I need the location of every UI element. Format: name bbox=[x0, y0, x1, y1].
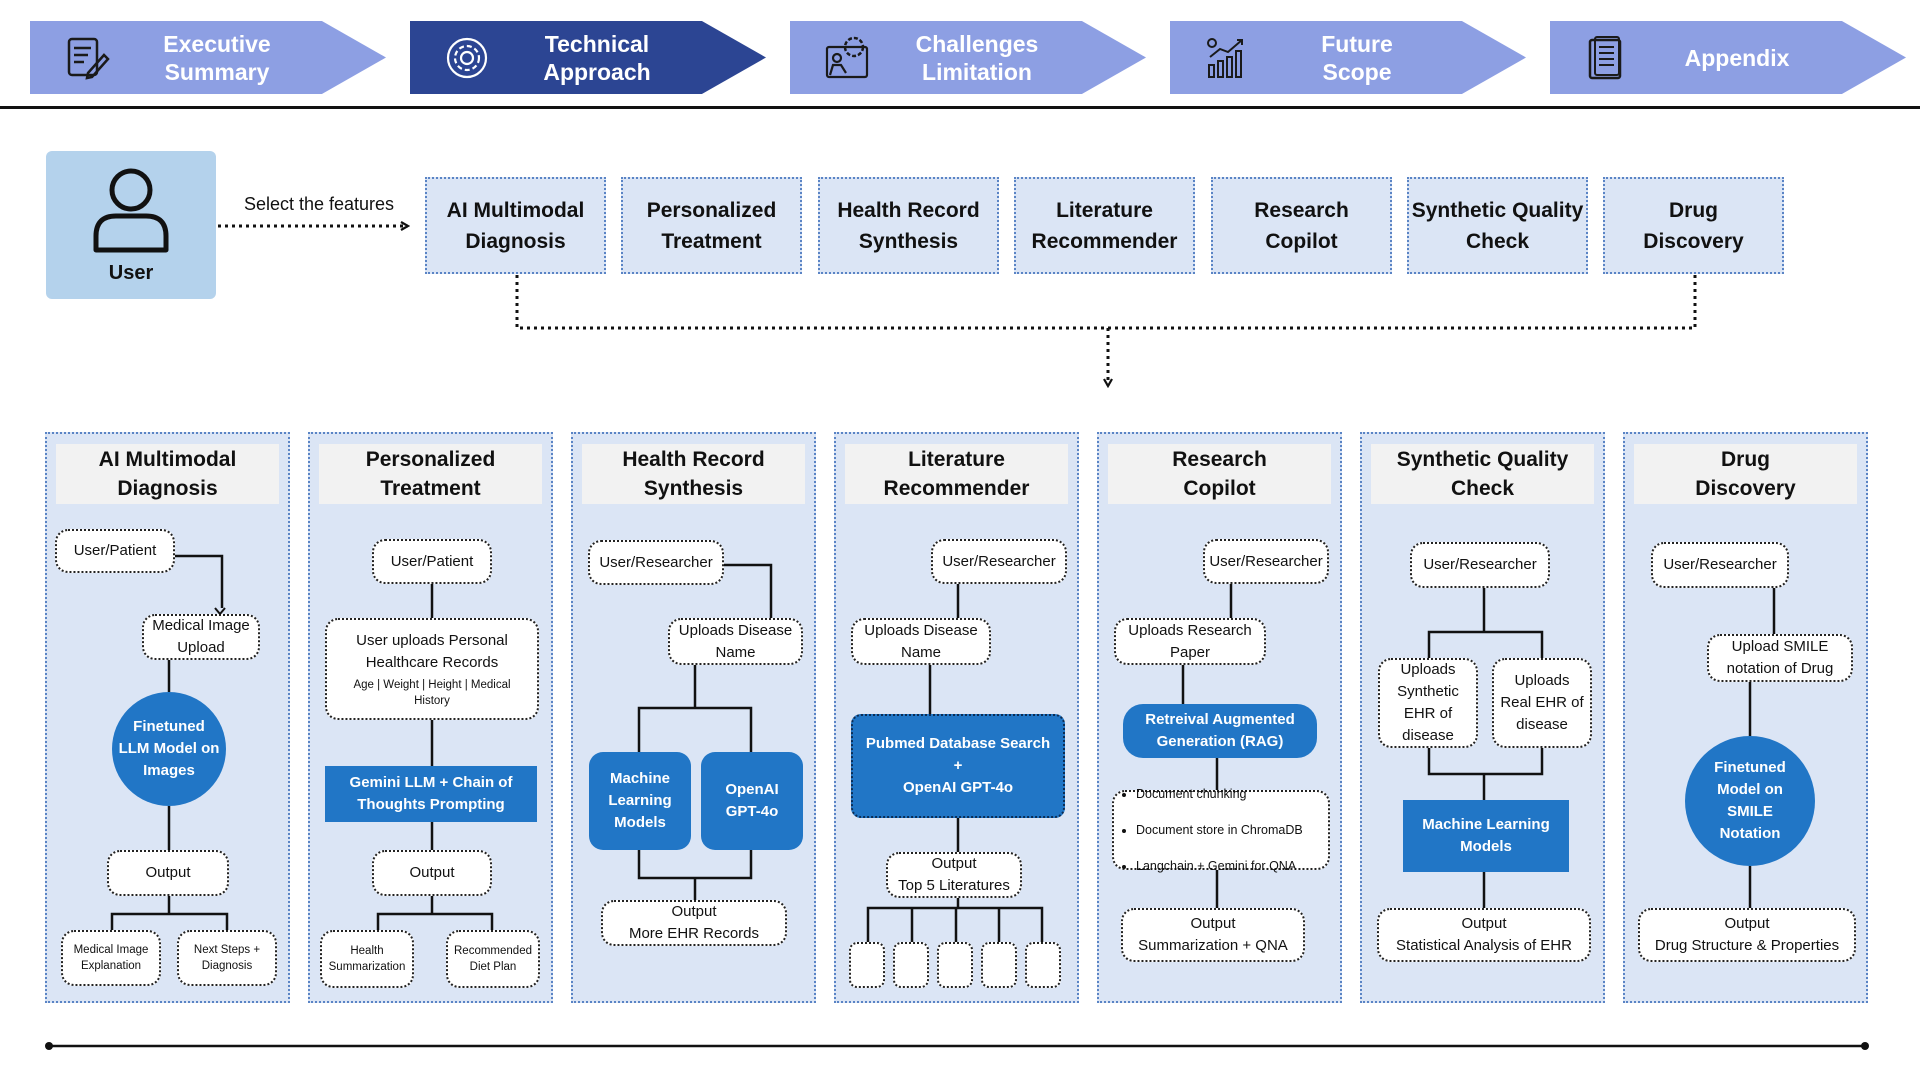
input-node: User/Researcher bbox=[1651, 542, 1789, 588]
literature-result bbox=[893, 942, 929, 988]
output-node: Output Top 5 Literatures bbox=[886, 852, 1022, 898]
model-node: Gemini LLM + Chain of Thoughts Prompting bbox=[325, 766, 537, 822]
nav-tab-technical-approach[interactable]: Technical Approach bbox=[410, 21, 766, 94]
feature-research-copilot[interactable]: Research Copilot bbox=[1211, 177, 1392, 274]
upload-node[interactable]: Uploads Disease Name bbox=[851, 618, 991, 665]
literature-result bbox=[937, 942, 973, 988]
column-research-copilot: Research Copilot User/Researcher Uploads… bbox=[1097, 432, 1342, 1003]
nav-label: Future Scope bbox=[1321, 30, 1393, 85]
input-node: User/Researcher bbox=[588, 540, 724, 585]
column-title: AI Multimodal Diagnosis bbox=[56, 444, 279, 504]
literature-result bbox=[1025, 942, 1061, 988]
top-divider bbox=[0, 106, 1920, 109]
nav-label: Executive Summary bbox=[163, 30, 271, 85]
model-node: Finetuned Model on SMILE Notation bbox=[1685, 736, 1815, 866]
model-node: OpenAI GPT-4o bbox=[701, 752, 803, 850]
nav-tab-challenges-limitation[interactable]: Challenges Limitation bbox=[790, 21, 1146, 94]
step-item: Document chunking bbox=[1136, 785, 1303, 803]
result-node: Next Steps + Diagnosis bbox=[177, 930, 277, 986]
user-label: User bbox=[108, 262, 154, 284]
feature-drug-discovery[interactable]: Drug Discovery bbox=[1603, 177, 1784, 274]
column-title: Health Record Synthesis bbox=[582, 444, 805, 504]
steps-list: Document chunking Document store in Chro… bbox=[1122, 767, 1303, 893]
output-node: Output bbox=[372, 850, 492, 896]
input-node: User/Researcher bbox=[1410, 542, 1550, 588]
feature-synthetic-quality-check[interactable]: Synthetic Quality Check bbox=[1407, 177, 1588, 274]
feature-literature-recommender[interactable]: Literature Recommender bbox=[1014, 177, 1195, 274]
input-node: User/Patient bbox=[55, 529, 175, 573]
select-features-label: Select the features bbox=[243, 194, 395, 214]
person-gear-icon bbox=[825, 36, 869, 79]
literature-result bbox=[849, 942, 885, 988]
column-title: Literature Recommender bbox=[845, 444, 1068, 504]
document-list-icon bbox=[1588, 36, 1622, 80]
model-node: Machine Learning Models bbox=[589, 752, 691, 850]
upload-label: User uploads Personal Healthcare Records bbox=[356, 631, 508, 671]
model-node: Machine Learning Models bbox=[1403, 800, 1569, 872]
upload-node[interactable]: Uploads Real EHR of disease bbox=[1492, 658, 1592, 748]
upload-node[interactable]: Medical Image Upload bbox=[142, 614, 260, 660]
nav-tab-appendix[interactable]: Appendix bbox=[1550, 21, 1906, 94]
steps-node: Document chunking Document store in Chro… bbox=[1112, 787, 1330, 873]
output-node: Output bbox=[107, 850, 229, 896]
user-card[interactable]: User bbox=[46, 151, 216, 299]
upload-node[interactable]: User uploads Personal Healthcare Records… bbox=[325, 618, 539, 720]
column-title: Drug Discovery bbox=[1634, 444, 1857, 504]
column-personalized-treatment: Personalized Treatment User/Patient User… bbox=[308, 432, 553, 1003]
upload-detail: Age | Weight | Height | Medical History bbox=[353, 678, 511, 707]
upload-node[interactable]: Uploads Disease Name bbox=[668, 618, 803, 665]
result-node: Medical Image Explanation bbox=[61, 930, 161, 986]
step-item: Document store in ChromaDB bbox=[1136, 821, 1303, 839]
nav-tab-executive-summary[interactable]: Executive Summary bbox=[30, 21, 386, 94]
feature-personalized-treatment[interactable]: Personalized Treatment bbox=[621, 177, 802, 274]
document-edit-icon bbox=[67, 37, 110, 80]
output-node: Output Statistical Analysis of EHR bbox=[1377, 908, 1591, 962]
column-synthetic-quality-check: Synthetic Quality Check User/Researcher … bbox=[1360, 432, 1605, 1003]
output-node: Output Drug Structure & Properties bbox=[1638, 908, 1856, 962]
nav-label: Appendix bbox=[1684, 44, 1790, 71]
result-node: Health Summarization bbox=[320, 930, 414, 988]
feature-ai-multimodal-diagnosis[interactable]: AI Multimodal Diagnosis bbox=[425, 177, 606, 274]
upload-node[interactable]: Uploads Synthetic EHR of disease bbox=[1378, 658, 1478, 748]
output-node: Output More EHR Records bbox=[601, 900, 787, 946]
nav-label: Technical Approach bbox=[543, 30, 651, 85]
gear-icon bbox=[446, 37, 488, 79]
column-title: Research Copilot bbox=[1108, 444, 1331, 504]
upload-node[interactable]: Upload SMILE notation of Drug bbox=[1707, 634, 1853, 682]
literature-result bbox=[981, 942, 1017, 988]
input-node: User/Researcher bbox=[931, 539, 1067, 584]
column-health-record-synthesis: Health Record Synthesis User/Researcher … bbox=[571, 432, 816, 1003]
model-node: Finetuned LLM Model on Images bbox=[112, 692, 226, 806]
step-item: Langchain + Gemini for QNA bbox=[1136, 857, 1303, 875]
column-drug-discovery: Drug Discovery User/Researcher Upload SM… bbox=[1623, 432, 1868, 1003]
result-node: Recommended Diet Plan bbox=[446, 930, 540, 988]
upload-node[interactable]: Uploads Research Paper bbox=[1114, 618, 1266, 665]
nav-tab-future-scope[interactable]: Future Scope bbox=[1170, 21, 1526, 94]
user-icon bbox=[93, 168, 169, 253]
column-title: Personalized Treatment bbox=[319, 444, 542, 504]
input-node: User/Patient bbox=[372, 539, 492, 584]
column-ai-multimodal-diagnosis: AI Multimodal Diagnosis User/Patient Med… bbox=[45, 432, 290, 1003]
growth-chart-icon bbox=[1207, 38, 1243, 78]
output-node: Output Summarization + QNA bbox=[1121, 908, 1305, 962]
column-title: Synthetic Quality Check bbox=[1371, 444, 1594, 504]
column-literature-recommender: Literature Recommender User/Researcher U… bbox=[834, 432, 1079, 1003]
model-node: Retreival Augmented Generation (RAG) bbox=[1123, 704, 1317, 758]
model-node: Pubmed Database Search + OpenAI GPT-4o bbox=[851, 714, 1065, 818]
feature-health-record-synthesis[interactable]: Health Record Synthesis bbox=[818, 177, 999, 274]
input-node: User/Researcher bbox=[1203, 539, 1329, 584]
nav-label: Challenges Limitation bbox=[915, 30, 1039, 85]
